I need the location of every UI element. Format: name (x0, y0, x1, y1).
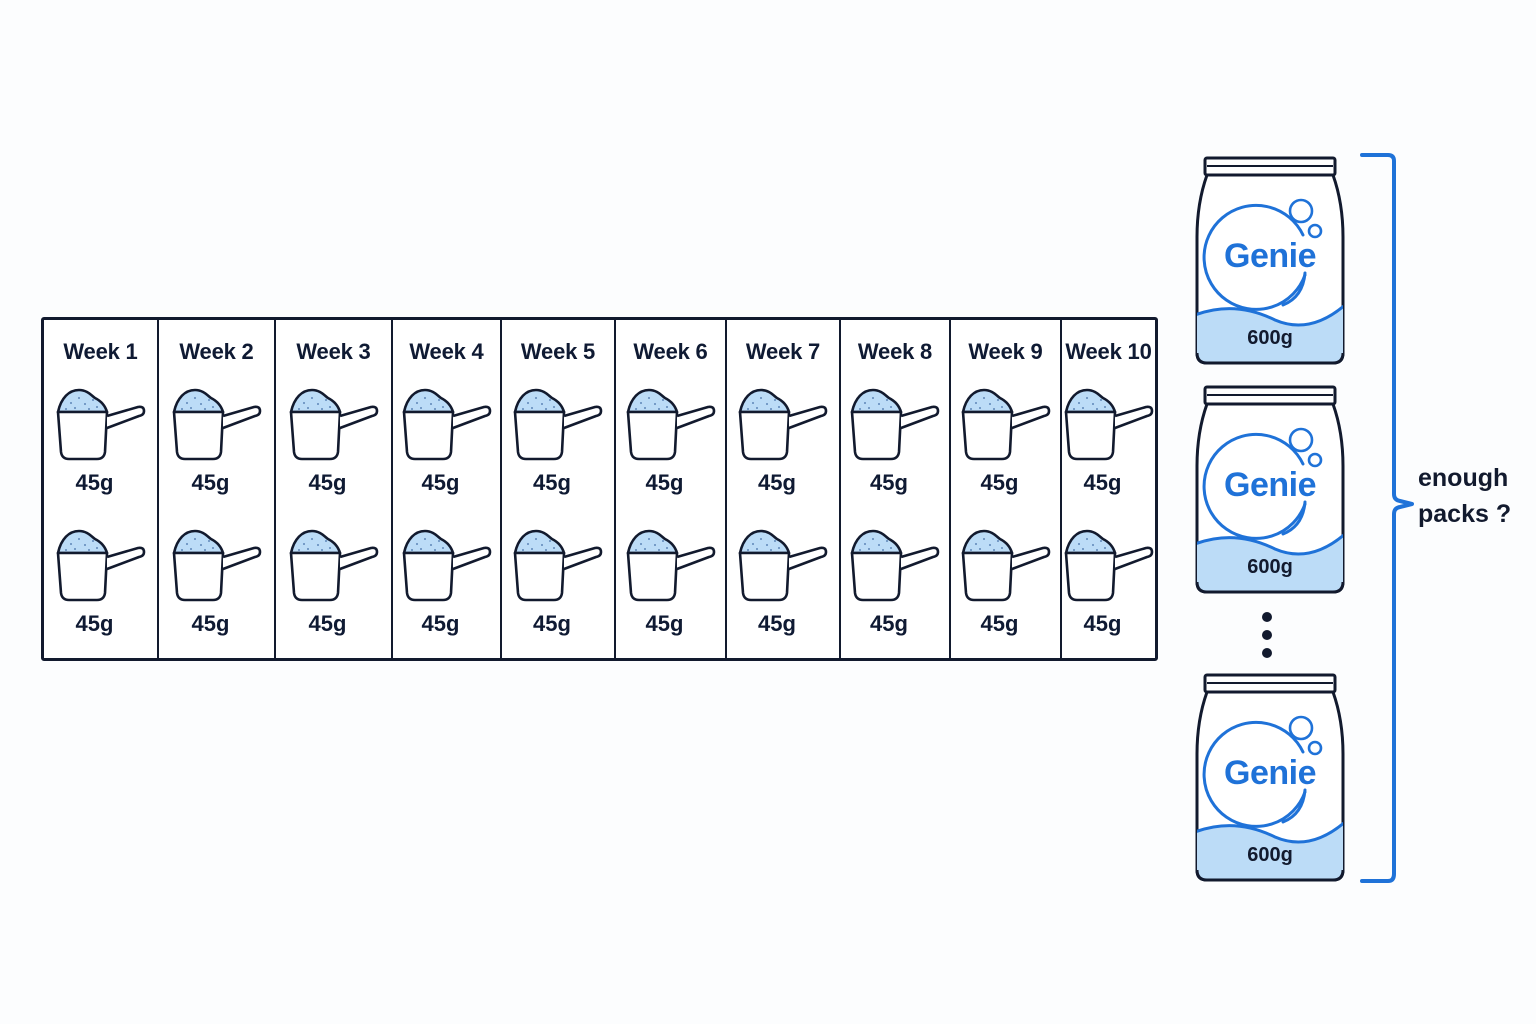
dose-amount: 45g (421, 611, 460, 636)
measuring-scoop-icon (288, 388, 380, 462)
dose-amount: 45g (980, 470, 1019, 495)
pack-brand: Genie (1224, 466, 1316, 504)
week-column: Week 6 45g 45g (616, 320, 727, 658)
measuring-scoop-icon (288, 529, 380, 603)
detergent-pack-icon: Genie 600g (1195, 672, 1345, 884)
dose-amount: 45g (308, 611, 347, 636)
week-column: Week 3 45g 45g (276, 320, 393, 658)
measuring-scoop-icon (1063, 388, 1155, 462)
measuring-scoop-icon (401, 529, 493, 603)
pack-weight: 600g (1247, 327, 1293, 349)
measuring-scoop-icon (55, 388, 147, 462)
week-column: Week 4 45g 45g (393, 320, 502, 658)
dose-amount: 45g (191, 470, 230, 495)
dose-amount: 45g (758, 611, 796, 636)
measuring-scoop-icon (55, 529, 147, 603)
week-label: Week 10 (1065, 339, 1152, 364)
dose-amount: 45g (75, 611, 114, 636)
pack-weight: 600g (1247, 556, 1293, 578)
dose-amount: 45g (533, 470, 571, 495)
dose-amount: 45g (645, 470, 684, 495)
brace-icon (1360, 153, 1414, 883)
pack-weight: 600g (1247, 844, 1293, 866)
week-column: Week 2 45g 45g (159, 320, 276, 658)
dose-amount: 45g (870, 611, 908, 636)
week-label: Week 4 (409, 339, 484, 364)
dose-amount: 45g (191, 611, 230, 636)
dose-amount: 45g (1083, 611, 1122, 636)
question-text: enough packs ? (1418, 460, 1536, 532)
week-column: Week 8 45g 45g (841, 320, 951, 658)
week-column: Week 10 45g 45g (1062, 320, 1155, 658)
pack-brand: Genie (1224, 754, 1316, 792)
measuring-scoop-icon (849, 529, 941, 603)
dose-amount: 45g (980, 611, 1019, 636)
vertical-ellipsis-icon (1262, 612, 1276, 666)
question-line-2: packs ? (1418, 500, 1512, 528)
measuring-scoop-icon (960, 529, 1052, 603)
dose-amount: 45g (1083, 470, 1122, 495)
dose-amount: 45g (533, 611, 571, 636)
measuring-scoop-icon (625, 388, 717, 462)
measuring-scoop-icon (512, 529, 604, 603)
question-line-1: enough (1418, 464, 1509, 492)
dose-amount: 45g (308, 470, 347, 495)
week-label: Week 5 (520, 339, 596, 364)
week-label: Week 9 (968, 339, 1043, 364)
week-label: Week 2 (179, 339, 254, 364)
week-column: Week 9 45g 45g (951, 320, 1062, 658)
week-label: Week 7 (745, 339, 821, 364)
measuring-scoop-icon (171, 529, 263, 603)
dose-amount: 45g (75, 470, 114, 495)
measuring-scoop-icon (1063, 529, 1155, 603)
week-column: Week 1 45g 45g (44, 320, 159, 658)
measuring-scoop-icon (737, 388, 829, 462)
week-label: Week 1 (63, 339, 138, 364)
week-column: Week 7 45g 45g (727, 320, 841, 658)
dose-amount: 45g (421, 470, 460, 495)
measuring-scoop-icon (512, 388, 604, 462)
measuring-scoop-icon (171, 388, 263, 462)
pack-brand: Genie (1224, 237, 1316, 275)
detergent-pack-icon: Genie 600g (1195, 384, 1345, 596)
measuring-scoop-icon (960, 388, 1052, 462)
week-label: Week 8 (857, 339, 933, 364)
dose-amount: 45g (870, 470, 908, 495)
dose-amount: 45g (758, 470, 796, 495)
week-column: Week 5 45g 45g (502, 320, 616, 658)
measuring-scoop-icon (401, 388, 493, 462)
dose-amount: 45g (645, 611, 684, 636)
measuring-scoop-icon (849, 388, 941, 462)
measuring-scoop-icon (737, 529, 829, 603)
weekly-dose-table: Week 1 45g 45g Week 2 45g 45g Week 3 45g… (41, 317, 1158, 661)
week-label: Week 6 (633, 339, 708, 364)
measuring-scoop-icon (625, 529, 717, 603)
week-label: Week 3 (296, 339, 371, 364)
detergent-pack-icon: Genie 600g (1195, 155, 1345, 367)
